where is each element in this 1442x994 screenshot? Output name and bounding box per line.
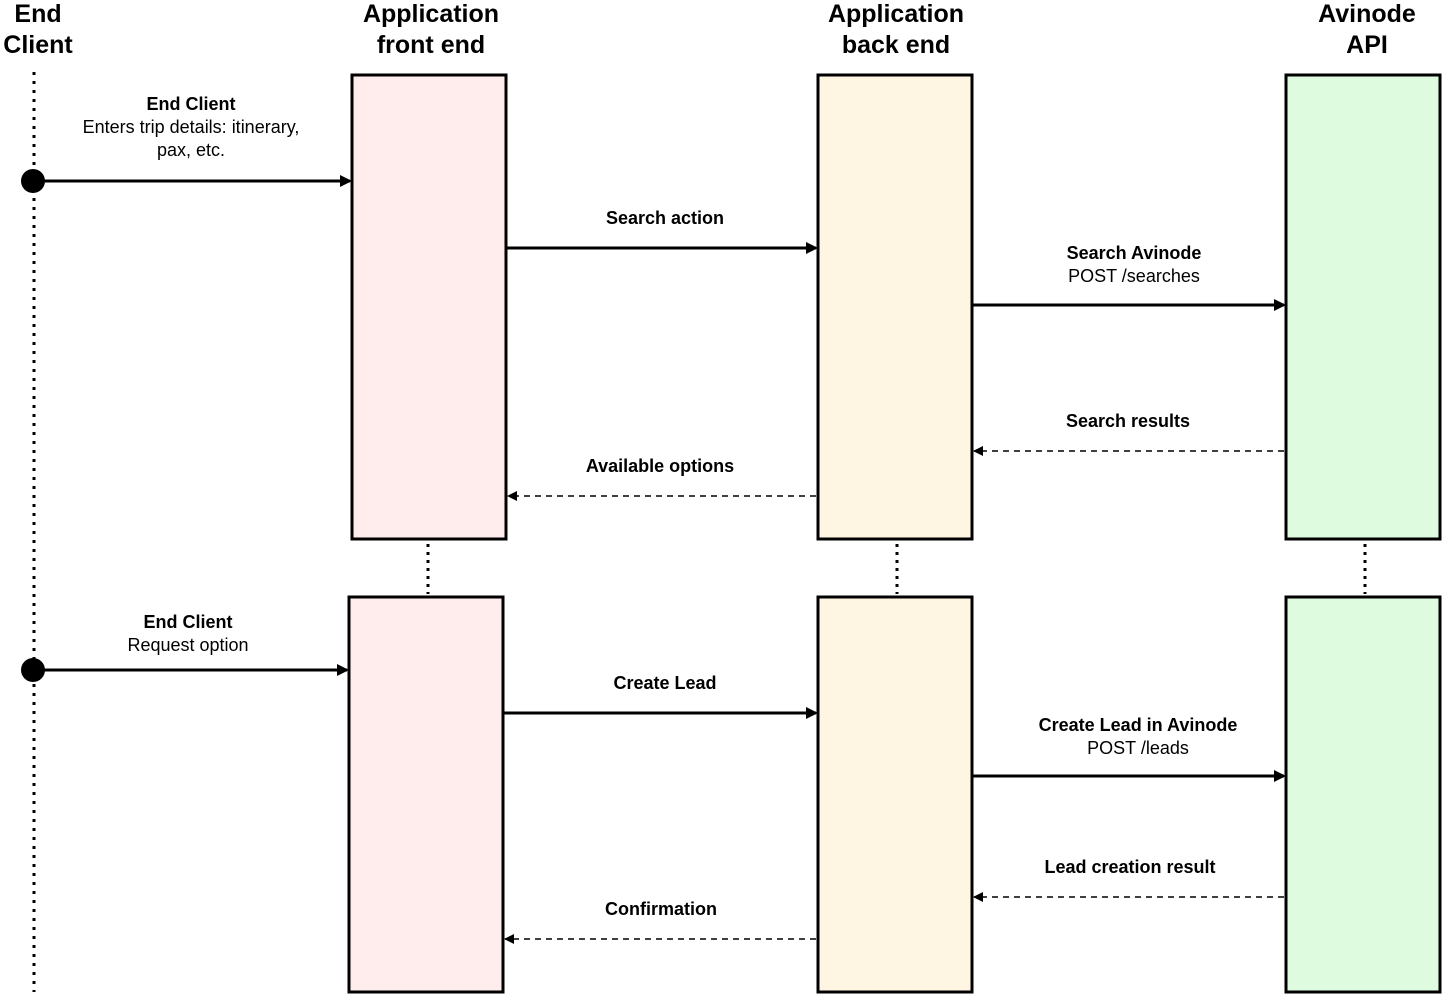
front-end-header-line2: front end: [377, 31, 485, 59]
back-end-header-line2: back end: [842, 31, 950, 59]
available-options-label: Available options: [586, 456, 734, 476]
create-lead-avinode-endpoint: POST /leads: [1087, 738, 1189, 758]
create-lead-avinode-title: Create Lead in Avinode: [1039, 715, 1238, 735]
search-avinode-endpoint: POST /searches: [1068, 266, 1200, 286]
back-end-activation-bottom: [816, 595, 974, 994]
confirmation-label: Confirmation: [605, 899, 717, 919]
back-end-header-line1: Application: [828, 0, 964, 28]
create-lead-label: Create Lead: [613, 673, 716, 693]
end-client-header-line1: End: [14, 0, 61, 28]
front-end-activation-top: [350, 73, 508, 541]
avinode-api-header-line2: API: [1346, 31, 1388, 59]
front-end-header-line1: Application: [363, 0, 499, 28]
avinode-api-activation-top: [1284, 73, 1442, 541]
request-option-title: End Client: [144, 612, 233, 632]
request-option-line2: Request option: [127, 635, 248, 655]
front-end-activation-bottom: [347, 595, 505, 994]
lead-creation-result-label: Lead creation result: [1044, 857, 1215, 877]
avinode-api-header-line1: Avinode: [1318, 0, 1416, 28]
end-client-header-line2: Client: [3, 31, 73, 59]
enter-trip-title: End Client: [147, 94, 236, 114]
enter-trip-line2: Enters trip details: itinerary,: [83, 117, 300, 137]
search-avinode-title: Search Avinode: [1067, 243, 1202, 263]
back-end-activation-top: [816, 73, 974, 541]
enter-trip-line3: pax, etc.: [157, 140, 225, 160]
search-results-label: Search results: [1066, 411, 1190, 431]
search-action-label: Search action: [606, 208, 724, 228]
avinode-api-activation-bottom: [1284, 595, 1442, 994]
